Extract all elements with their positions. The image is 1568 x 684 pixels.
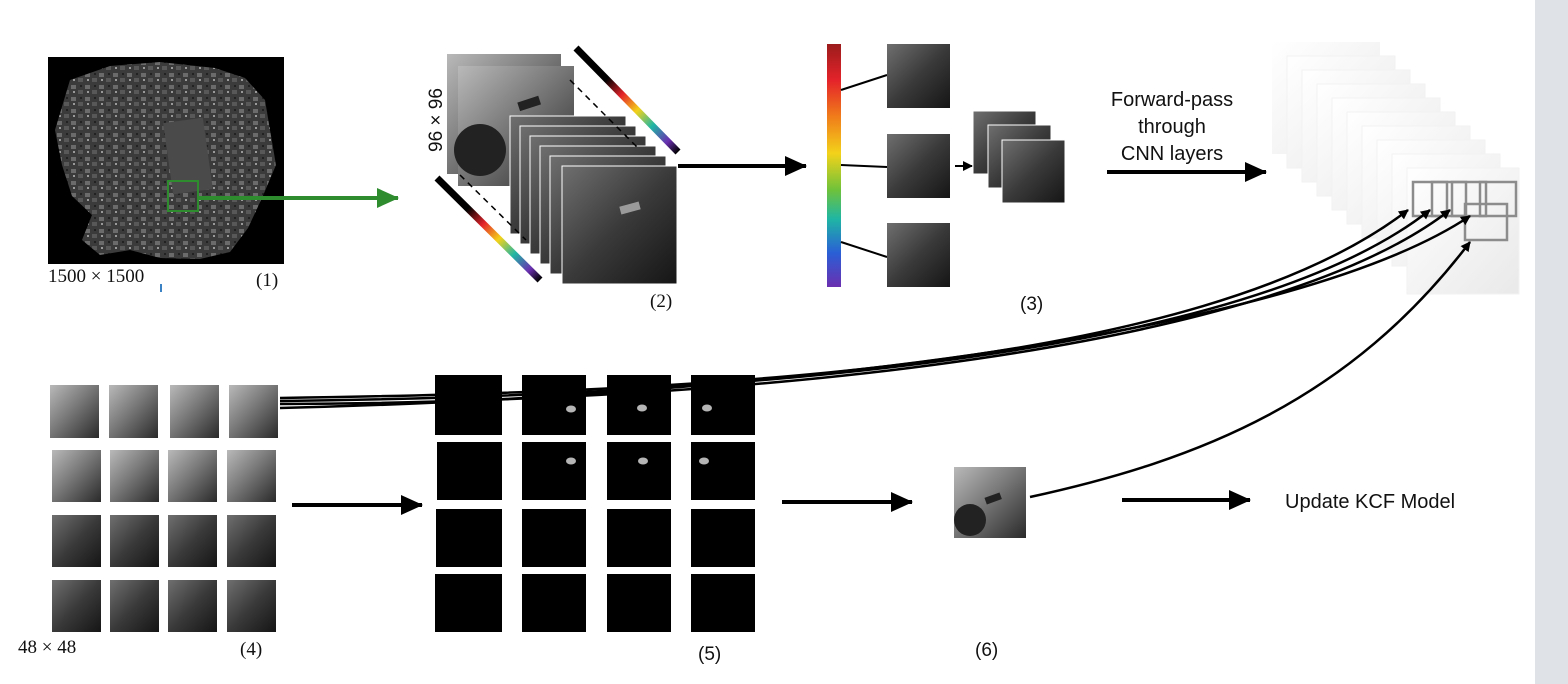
mask-grid — [435, 375, 755, 632]
dim-96-label: 96 × 96 — [426, 88, 447, 152]
step-4-label: (4) — [240, 639, 262, 660]
feature-link-arrows — [279, 209, 1471, 499]
step-1-label: (1) — [256, 270, 278, 291]
step-3-label: (3) — [1020, 294, 1043, 315]
spectrum-split — [827, 44, 1066, 287]
forward-pass-line-2: through — [1138, 116, 1206, 138]
step-6-label: (6) — [975, 640, 998, 661]
aerial-overview-image — [48, 57, 284, 264]
vertical-scrollbar[interactable] — [1535, 0, 1568, 684]
step-5-label: (5) — [698, 644, 721, 665]
text-cursor — [160, 284, 162, 292]
crop-grid-48 — [50, 385, 278, 632]
dim-48-label: 48 × 48 — [18, 637, 76, 658]
step-2-label: (2) — [650, 291, 672, 312]
feature-box-4 — [1478, 180, 1518, 218]
feature-sheets — [509, 115, 678, 285]
forward-pass-line-3: CNN layers — [1121, 143, 1223, 165]
update-kcf-label: Update KCF Model — [1285, 491, 1455, 513]
color-spectrum-bar — [827, 44, 841, 287]
selected-crop — [954, 467, 1026, 538]
crop-stack-96 — [434, 45, 681, 285]
cnn-feature-maps — [1272, 42, 1520, 295]
forward-pass-line-1: Forward-pass — [1111, 89, 1233, 111]
dim-1500-label: 1500 × 1500 — [48, 266, 144, 287]
